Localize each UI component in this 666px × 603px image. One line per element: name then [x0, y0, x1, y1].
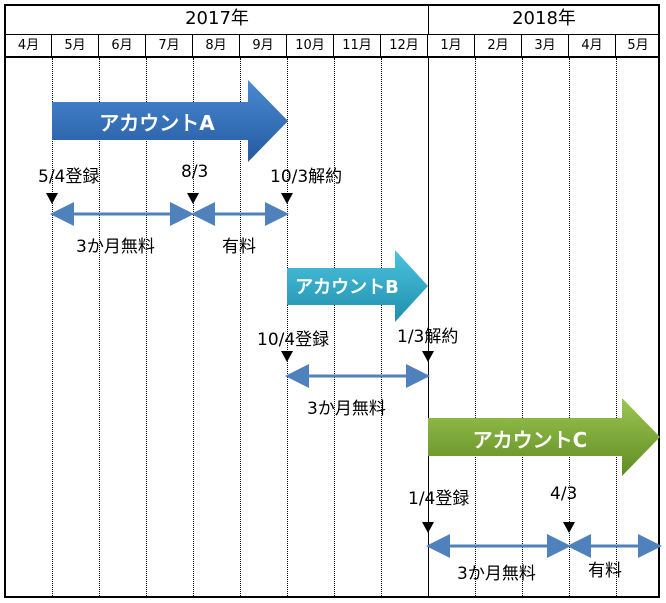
a-free: 3か月無料 — [76, 237, 155, 257]
month-header: 8月 — [193, 34, 240, 58]
month-gridline — [52, 58, 53, 596]
b-start: 10/4登録 — [257, 330, 330, 350]
b-end: 1/3解約 — [397, 327, 459, 347]
account-b-label: アカウントB — [295, 277, 399, 298]
month-header: 11月 — [334, 34, 381, 58]
month-gridline — [522, 58, 523, 596]
month-header: 7月 — [146, 34, 193, 58]
month-header: 1月 — [428, 34, 475, 58]
month-header: 10月 — [287, 34, 334, 58]
month-header: 12月 — [381, 34, 428, 58]
month-gridline — [569, 58, 570, 596]
account-a-label: アカウントA — [99, 111, 215, 135]
month-header: 4月 — [6, 34, 52, 58]
a-mid: 8/3 — [181, 162, 209, 182]
month-header: 4月 — [569, 34, 616, 58]
month-header: 9月 — [240, 34, 287, 58]
a-end: 10/3解約 — [270, 167, 343, 187]
account-b-arrow — [287, 250, 428, 322]
b-free: 3か月無料 — [307, 399, 386, 419]
year-2017: 2017年 — [6, 4, 429, 35]
c-mid: 4/3 — [550, 484, 578, 504]
account-c-arrow — [428, 398, 660, 476]
month-header: 6月 — [99, 34, 146, 58]
month-header: 2月 — [475, 34, 522, 58]
month-gridline — [99, 58, 100, 596]
month-gridline — [193, 58, 194, 596]
month-gridline — [334, 58, 335, 596]
month-header: 3月 — [522, 34, 569, 58]
year-2018: 2018年 — [428, 4, 660, 35]
month-gridline — [146, 58, 147, 596]
c-start: 1/4登録 — [408, 489, 470, 509]
year-divider — [428, 58, 429, 596]
month-gridline — [616, 58, 617, 596]
a-paid: 有料 — [222, 237, 256, 257]
month-gridline — [287, 58, 288, 596]
month-gridline — [475, 58, 476, 596]
account-a-arrow — [52, 80, 288, 162]
month-gridline — [240, 58, 241, 596]
frame — [4, 4, 660, 598]
date-markers — [46, 193, 575, 533]
c-free: 3か月無料 — [457, 564, 536, 584]
month-header: 5月 — [52, 34, 99, 58]
month-header: 5月 — [616, 34, 660, 58]
c-paid: 有料 — [588, 561, 622, 581]
account-c-label: アカウントC — [472, 428, 588, 452]
a-start: 5/4登録 — [38, 167, 100, 187]
month-gridline — [381, 58, 382, 596]
